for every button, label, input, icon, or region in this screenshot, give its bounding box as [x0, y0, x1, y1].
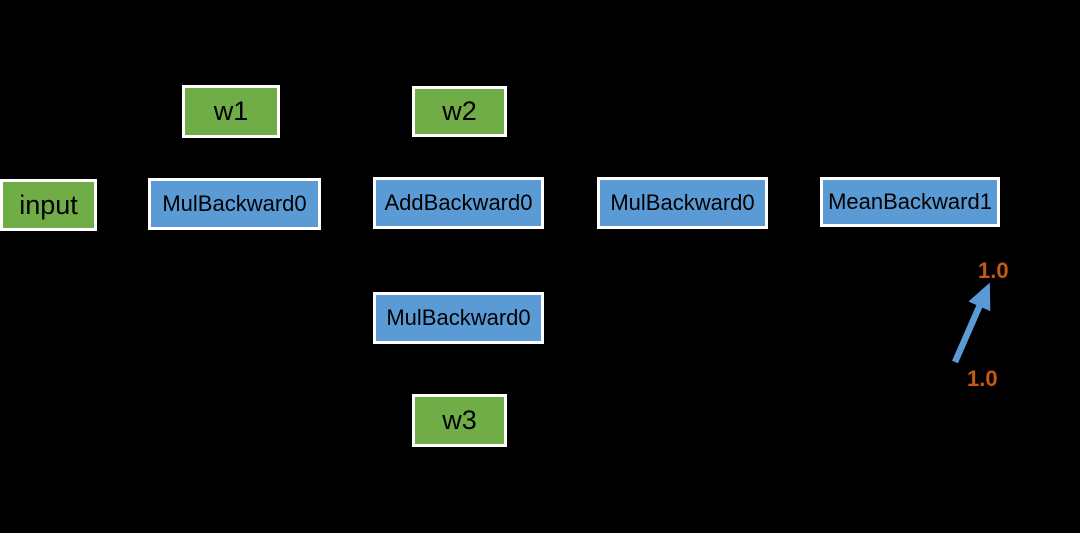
node-mulbackward0-second: MulBackward0	[597, 177, 768, 229]
node-mulbackward0-first: MulBackward0	[148, 178, 321, 230]
node-w1-tensor: w1	[182, 85, 280, 138]
node-w2-tensor: w2	[412, 86, 507, 137]
node-input-tensor: input	[0, 179, 97, 231]
node-mulbackward0-third: MulBackward0	[373, 292, 544, 344]
gradient-value-label-top: 1.0	[978, 258, 1009, 283]
node-meanbackward1: MeanBackward1	[820, 177, 1000, 227]
node-w3-tensor: w3	[412, 394, 507, 447]
gradient-flow-arrow-icon	[952, 282, 991, 364]
gradient-value-label-bottom: 1.0	[967, 366, 998, 391]
node-addbackward0: AddBackward0	[373, 177, 544, 229]
